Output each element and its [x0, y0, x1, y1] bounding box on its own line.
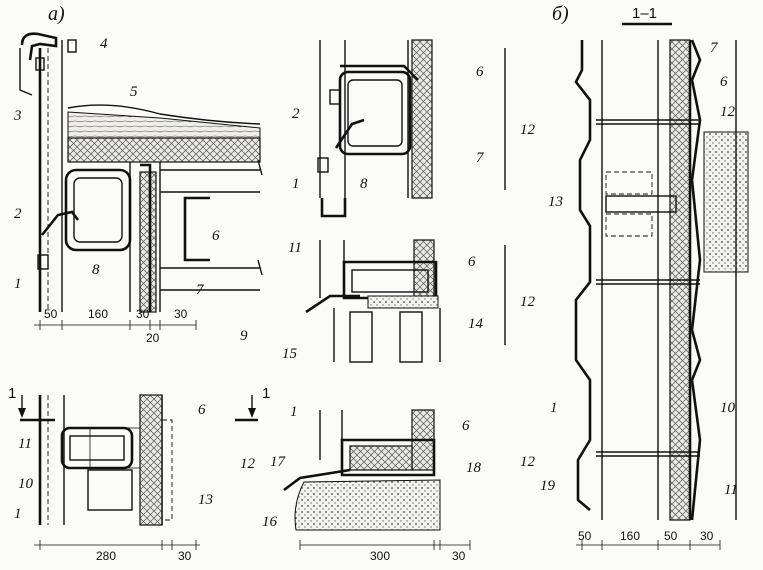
- label-6-mid2: 6: [468, 254, 476, 270]
- section-arrow-right: 1: [262, 385, 270, 402]
- dim-b-50a: 50: [578, 529, 592, 543]
- detail-a-top: [19, 32, 263, 330]
- label-2: 2: [14, 206, 22, 222]
- dim-b-50b: 50: [664, 529, 678, 543]
- label-17: 17: [270, 454, 287, 470]
- label-11-b: 11: [724, 482, 738, 498]
- dim-30b: 30: [174, 307, 188, 321]
- panel-a-heading: а): [48, 3, 65, 25]
- label-7-mid: 7: [476, 150, 485, 166]
- label-1-mid: 1: [292, 176, 300, 192]
- label-14: 14: [468, 316, 484, 332]
- section-mark: 1–1: [632, 5, 657, 22]
- label-2-mid: 2: [292, 106, 300, 122]
- panel-b-heading: б): [552, 3, 569, 25]
- label-8: 8: [92, 262, 100, 278]
- label-9: 9: [240, 328, 248, 344]
- dim-30-bottom: 30: [178, 549, 192, 563]
- dim-b-160: 160: [620, 529, 640, 543]
- label-11: 11: [18, 436, 32, 452]
- label-7-b: 7: [710, 40, 719, 56]
- label-6: 6: [212, 228, 220, 244]
- dim-50: 50: [44, 307, 58, 321]
- label-12-mid3: 12: [520, 454, 536, 470]
- label-6-mid3: 6: [462, 418, 470, 434]
- label-16: 16: [262, 514, 278, 530]
- detail-mid-middle: [305, 239, 506, 363]
- dim-30a: 30: [136, 307, 150, 321]
- label-5: 5: [130, 84, 138, 100]
- label-1-mid3: 1: [290, 404, 298, 420]
- detail-mid-top: [317, 39, 506, 218]
- label-6-b: 6: [720, 74, 728, 90]
- dim-30-mid: 30: [452, 549, 466, 563]
- label-18: 18: [466, 460, 482, 476]
- label-7: 7: [196, 282, 205, 298]
- label-19: 19: [540, 478, 556, 494]
- label-13-bottom: 13: [198, 492, 213, 508]
- label-10: 10: [18, 476, 34, 492]
- label-12-bottom: 12: [240, 456, 256, 472]
- label-6-bottom: 6: [198, 402, 206, 418]
- section-arrow-left: 1: [8, 385, 16, 402]
- label-1-bottom: 1: [14, 506, 22, 522]
- dim-20: 20: [146, 331, 160, 345]
- label-13-b: 13: [548, 194, 563, 210]
- detail-b: [574, 22, 749, 550]
- label-12-b: 12: [720, 104, 736, 120]
- dim-300: 300: [370, 549, 390, 563]
- label-4: 4: [100, 36, 108, 52]
- label-8-mid: 8: [360, 176, 368, 192]
- dim-280: 280: [96, 549, 116, 563]
- detail-mid-bottom: [283, 409, 471, 550]
- label-10-b: 10: [720, 400, 736, 416]
- label-15: 15: [282, 346, 298, 362]
- dim-160: 160: [88, 307, 108, 321]
- label-6-mid: 6: [476, 64, 484, 80]
- label-1-b: 1: [550, 400, 558, 416]
- detail-a-bottom: [18, 394, 258, 550]
- dim-b-30: 30: [700, 529, 714, 543]
- label-11-mid: 11: [288, 240, 302, 256]
- label-3: 3: [13, 108, 22, 124]
- label-1: 1: [14, 276, 22, 292]
- label-12-mid: 12: [520, 122, 536, 138]
- label-12-mid2: 12: [520, 294, 536, 310]
